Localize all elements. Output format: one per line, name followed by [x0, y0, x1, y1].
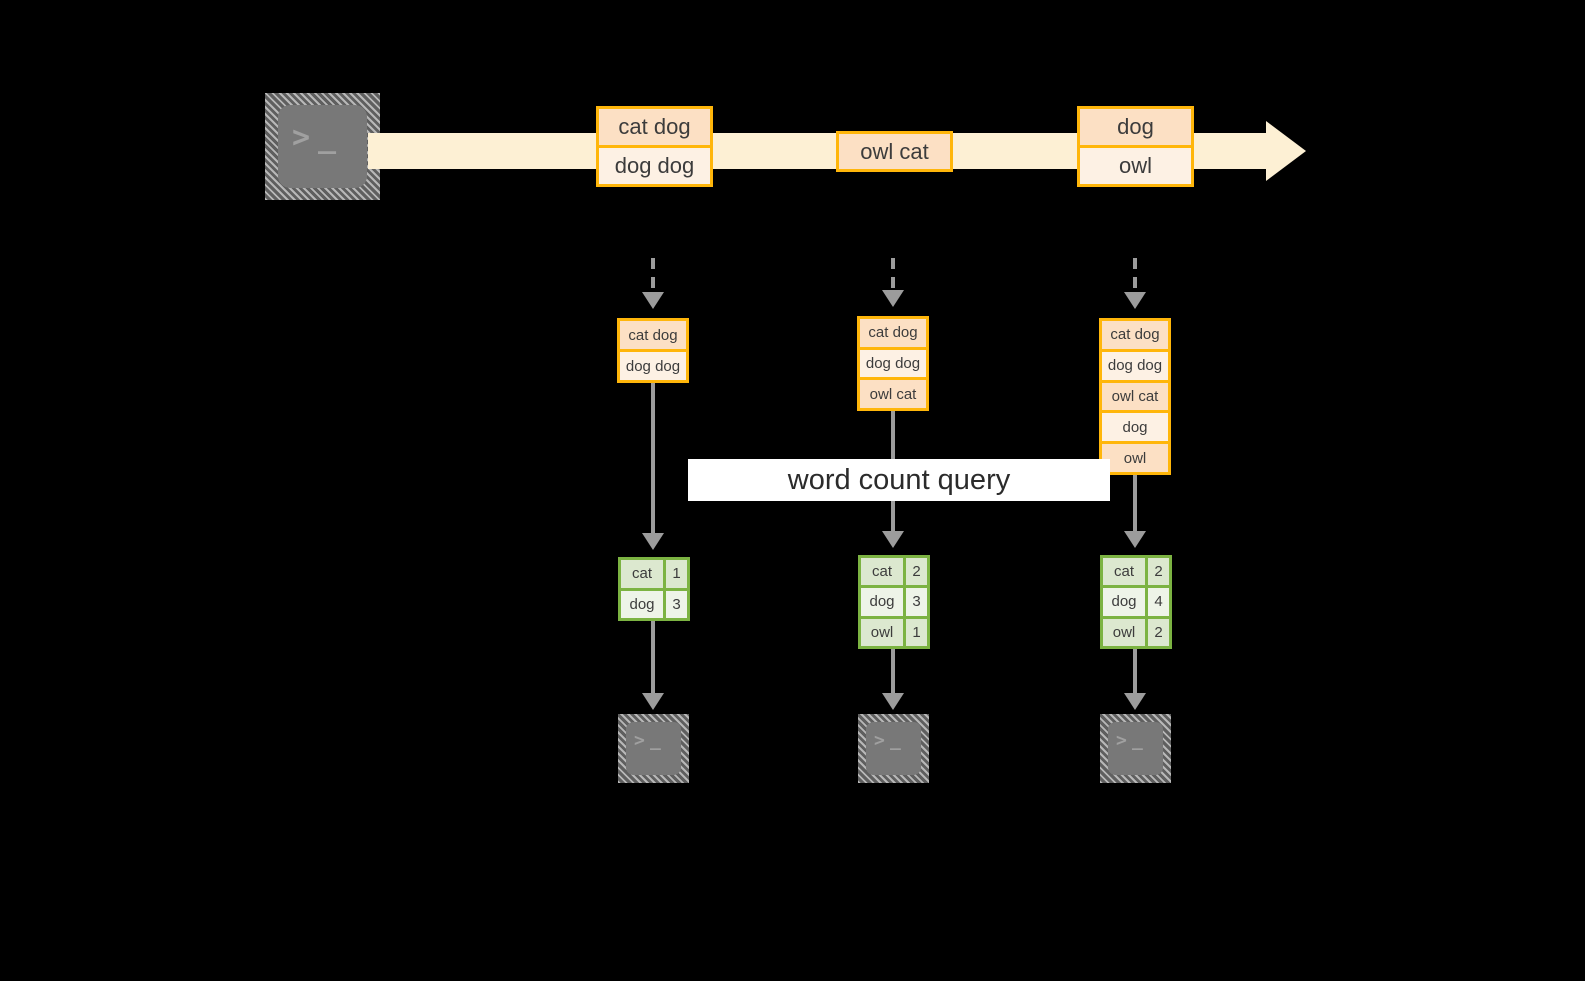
accumulated-row: owl cat: [1102, 379, 1168, 411]
accumulated-row: owl cat: [860, 377, 926, 409]
terminal-cursor-glyph: _: [650, 730, 662, 751]
sink-connector-2: [891, 649, 895, 693]
trigger-connector-arrowhead-icon: [1124, 292, 1146, 309]
result-row: cat 1: [621, 560, 687, 588]
result-row: owl 1: [861, 615, 927, 646]
stream-event-line: owl cat: [839, 134, 950, 169]
trigger-connector-arrowhead-icon: [882, 290, 904, 307]
terminal-prompt-glyph: >: [292, 120, 311, 155]
result-row: cat 2: [1103, 558, 1169, 586]
accumulated-events-2[interactable]: cat dog dog dog owl cat: [857, 316, 929, 411]
accumulated-row: cat dog: [620, 321, 686, 349]
result-count-cell: 3: [666, 590, 687, 618]
result-count-cell: 2: [1148, 618, 1169, 646]
result-count-cell: 3: [906, 588, 927, 616]
terminal-body: [278, 105, 367, 188]
query-connector-3: [1133, 475, 1137, 531]
result-row: dog 4: [1103, 585, 1169, 616]
terminal-cursor-glyph: _: [318, 120, 337, 155]
sink-connector-arrowhead-icon: [1124, 693, 1146, 710]
terminal-body: [626, 722, 681, 775]
result-count-cell: 4: [1148, 588, 1169, 616]
result-table-1[interactable]: cat 1 dog 3: [618, 557, 690, 621]
stream-event-line: cat dog: [599, 109, 710, 145]
stream-arrowhead-icon: [1266, 121, 1306, 181]
result-count-cell: 1: [906, 618, 927, 646]
accumulated-row: dog dog: [1102, 348, 1168, 380]
result-word-cell: dog: [621, 590, 666, 618]
query-connector-1: [651, 383, 655, 533]
result-count-cell: 2: [1148, 558, 1169, 586]
result-row: dog 3: [621, 587, 687, 618]
trigger-connector-1: [651, 258, 655, 292]
accumulated-row: dog dog: [860, 346, 926, 378]
terminal-prompt-glyph: >: [874, 730, 886, 751]
sink-connector-1: [651, 621, 655, 693]
result-row: dog 3: [861, 585, 927, 616]
source-terminal-icon: > _: [265, 93, 380, 200]
accumulated-row: dog: [1102, 410, 1168, 442]
result-row: owl 2: [1103, 615, 1169, 646]
accumulated-row: owl: [1102, 441, 1168, 472]
result-word-cell: dog: [861, 588, 906, 616]
result-table-2[interactable]: cat 2 dog 3 owl 1: [858, 555, 930, 649]
terminal-prompt-glyph: >: [634, 730, 646, 751]
terminal-prompt-glyph: >: [1116, 730, 1128, 751]
result-word-cell: cat: [1103, 558, 1148, 586]
sink-connector-arrowhead-icon: [882, 693, 904, 710]
accumulated-row: cat dog: [860, 319, 926, 347]
accumulated-row: cat dog: [1102, 321, 1168, 349]
terminal-body: [1108, 722, 1163, 775]
result-table-3[interactable]: cat 2 dog 4 owl 2: [1100, 555, 1172, 649]
sink-terminal-icon-2: > _: [858, 714, 929, 783]
terminal-cursor-glyph: _: [1132, 730, 1144, 751]
stream-event-2[interactable]: owl cat: [836, 131, 953, 172]
result-row: cat 2: [861, 558, 927, 586]
word-count-query-label: word count query: [688, 459, 1110, 501]
query-connector-arrowhead-icon: [882, 531, 904, 548]
sink-connector-arrowhead-icon: [642, 693, 664, 710]
result-count-cell: 1: [666, 560, 687, 588]
trigger-connector-arrowhead-icon: [642, 292, 664, 309]
result-count-cell: 2: [906, 558, 927, 586]
trigger-connector-2: [891, 258, 895, 290]
accumulated-row: dog dog: [620, 349, 686, 380]
trigger-connector-3: [1133, 258, 1137, 292]
result-word-cell: dog: [1103, 588, 1148, 616]
sink-terminal-icon-1: > _: [618, 714, 689, 783]
accumulated-events-3[interactable]: cat dog dog dog owl cat dog owl: [1099, 318, 1171, 475]
query-connector-arrowhead-icon: [642, 533, 664, 550]
result-word-cell: owl: [1103, 618, 1148, 646]
terminal-cursor-glyph: _: [890, 730, 902, 751]
stream-event-3[interactable]: dog owl: [1077, 106, 1194, 187]
sink-terminal-icon-3: > _: [1100, 714, 1171, 783]
accumulated-events-1[interactable]: cat dog dog dog: [617, 318, 689, 383]
stream-event-line: dog dog: [599, 145, 710, 184]
query-connector-arrowhead-icon: [1124, 531, 1146, 548]
result-word-cell: cat: [861, 558, 906, 586]
stream-event-line: dog: [1080, 109, 1191, 145]
terminal-body: [866, 722, 921, 775]
stream-event-1[interactable]: cat dog dog dog: [596, 106, 713, 187]
result-word-cell: cat: [621, 560, 666, 588]
sink-connector-3: [1133, 649, 1137, 693]
result-word-cell: owl: [861, 618, 906, 646]
stream-event-line: owl: [1080, 145, 1191, 184]
